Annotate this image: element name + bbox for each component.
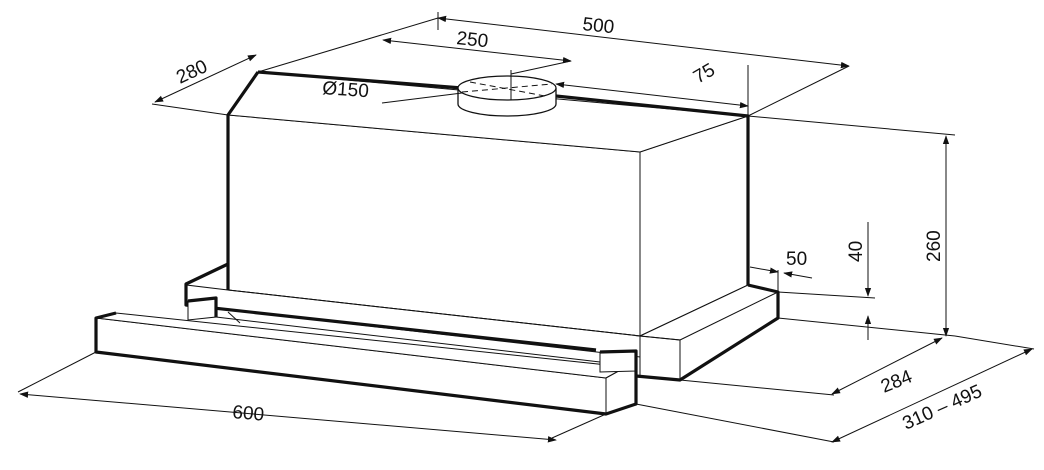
base-front-right: [639, 335, 681, 381]
collar-centerline-b: [469, 81, 546, 97]
ext-500-back: [257, 17, 439, 73]
dim-line-250: [382, 37, 572, 64]
label-310-495: 310 – 495: [899, 381, 985, 435]
label-75: 75: [690, 60, 719, 89]
dim-line-50-b: [783, 271, 813, 279]
ext-310-front: [635, 403, 835, 443]
ext-500-right: [747, 65, 850, 117]
dim-line-500: [437, 15, 850, 69]
label-260: 260: [924, 230, 945, 262]
label-50: 50: [786, 249, 807, 270]
dim-line-50-a: [749, 266, 779, 274]
leader-150: [381, 92, 463, 104]
ext-600-right: [551, 413, 607, 439]
ext-600-left: [17, 351, 97, 393]
dim-line-75: [555, 81, 749, 109]
ext-40-top: [777, 291, 876, 299]
ext-250: [510, 60, 572, 75]
ext-310-back: [954, 335, 1035, 350]
label-280: 280: [173, 56, 211, 88]
base-body-joint: [227, 289, 641, 337]
ext-284-front: [679, 379, 835, 396]
ext-280-front: [151, 103, 229, 116]
ext-260-bottom: [777, 317, 956, 337]
visor-right-upstand: [599, 350, 637, 373]
dimension-lines: [17, 12, 1035, 443]
label-500: 500: [581, 14, 615, 38]
dim-line-600: [19, 391, 557, 443]
label-600: 600: [232, 402, 265, 426]
base-outline-left: [184, 262, 597, 352]
label-284: 284: [878, 366, 916, 398]
dim-line-280: [154, 54, 257, 103]
label-250: 250: [455, 28, 489, 52]
visor-outline-left-tab: [187, 296, 218, 317]
dim-line-310-495: [831, 348, 1033, 443]
body-outline-top-back-a: [257, 70, 463, 90]
label-40: 40: [846, 241, 867, 262]
collar-centerline-a: [461, 83, 553, 93]
visor-inner-rail: [215, 316, 601, 363]
label-150: Ø150: [322, 78, 370, 102]
visor-rail-detail: [227, 311, 241, 324]
exhaust-collar: [457, 70, 557, 117]
hood-base-frame: [184, 262, 780, 382]
base-top-edge: [679, 291, 779, 341]
ext-260-top: [747, 115, 956, 136]
